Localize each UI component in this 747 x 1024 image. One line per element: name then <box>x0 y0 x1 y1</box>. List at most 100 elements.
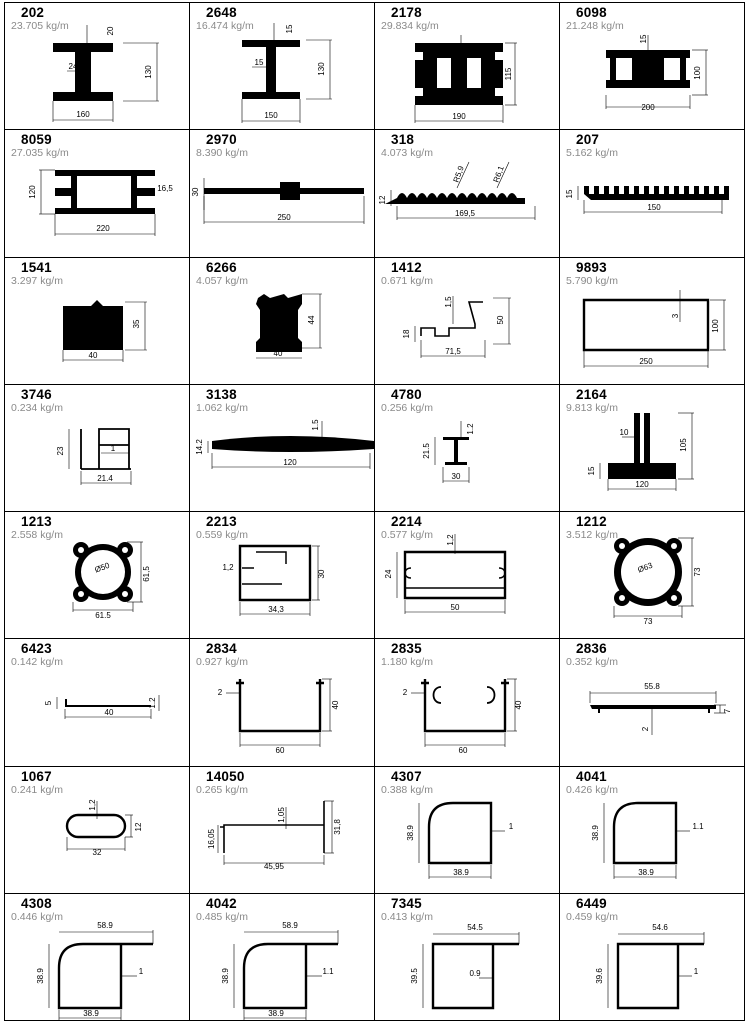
dimension-label: 250 <box>277 213 291 222</box>
profile-code: 4041 <box>576 768 607 784</box>
dimension-label: 5 <box>44 700 53 705</box>
dimension-label: 30 <box>191 187 200 196</box>
profile-cell: 38.9 1 38.9 4307 0.388 kg/m <box>374 765 560 894</box>
dimension-label: 55.8 <box>644 682 660 691</box>
profile-code: 14050 <box>206 768 245 784</box>
dimension-label: 2 <box>218 688 223 697</box>
profile-drawing: 30 34,3 1,2 <box>222 544 326 616</box>
profile-code: 2648 <box>206 5 237 20</box>
dimension-label: 21.4 <box>97 474 113 483</box>
profile-cell: 105 120 15 10 2164 9.813 kg/m <box>559 383 745 512</box>
profile-cell: 54.5 39.5 0.9 7345 0.413 kg/m <box>374 892 560 1021</box>
dimension-label: 115 <box>504 67 513 80</box>
dimension-label: 1.2 <box>466 423 475 435</box>
dimension-label: 250 <box>639 357 653 366</box>
profile-weight: 0.413 kg/m <box>381 910 433 923</box>
dimension-label: 15 <box>255 58 264 67</box>
profile-cell: Ø63 73 73 1212 3.512 kg/m <box>559 511 745 640</box>
profile-drawing: 100 250 3 <box>582 289 726 368</box>
dimension-label: 38.9 <box>638 868 654 877</box>
profile-code: 9893 <box>576 259 607 275</box>
profile-drawing: 15 150 <box>565 186 729 215</box>
dimension-label: 38.9 <box>36 967 45 983</box>
dimension-label: 220 <box>96 224 110 233</box>
dimension-label: 58.9 <box>97 921 113 930</box>
dimension-label: 40 <box>514 700 523 709</box>
dimension-label: 38.9 <box>83 1009 99 1018</box>
dimension-label: 2 <box>403 688 408 697</box>
profile-weight: 0.256 kg/m <box>381 401 433 414</box>
profile-weight: 0.265 kg/m <box>196 783 248 796</box>
profile-cell: 58.9 38.9 1 38.9 4308 0.446 kg/m <box>4 892 190 1021</box>
profile-code: 2835 <box>391 641 422 657</box>
dimension-label: 1 <box>139 967 144 976</box>
profile-code: 2213 <box>206 514 237 529</box>
profile-weight: 8.390 kg/m <box>196 147 248 160</box>
dimension-label: 60 <box>276 746 285 755</box>
profile-code: 4308 <box>21 895 52 911</box>
profile-code: 4780 <box>391 386 422 402</box>
profile-weight: 0.927 kg/m <box>196 656 248 669</box>
dimension-label: 200 <box>641 103 655 112</box>
profile-code: 6449 <box>576 895 607 911</box>
profile-cell: 21.5 30 1.2 4780 0.256 kg/m <box>374 383 560 512</box>
profile-drawing: 40 60 2 <box>403 678 523 755</box>
dimension-label: 15 <box>285 24 294 33</box>
profile-weight: 0.671 kg/m <box>381 274 433 287</box>
dimension-label: 61,5 <box>142 566 151 582</box>
profile-weight: 27.035 kg/m <box>11 147 69 160</box>
dimension-label: 30 <box>317 569 326 578</box>
profile-cell: 12 32 1,2 1067 0.241 kg/m <box>4 765 190 894</box>
dimension-label: 130 <box>144 65 153 79</box>
profile-drawing: 54.6 39.6 1 <box>595 923 705 1009</box>
dimension-label: 130 <box>317 62 326 76</box>
profile-cell: 44 40 6266 4.057 kg/m <box>189 256 375 385</box>
dimension-label: 1,05 <box>277 806 286 822</box>
profile-cell: 54.6 39.6 1 6449 0.459 kg/m <box>559 892 745 1021</box>
dimension-label: 40 <box>89 351 98 360</box>
dimension-label: 39.6 <box>595 967 604 983</box>
profile-drawing: 14.2 120 1.5 <box>195 419 374 469</box>
dimension-label: 40 <box>274 349 283 358</box>
profile-cell: Ø50 61,5 61.5 1213 2.558 kg/m <box>4 511 190 640</box>
dimension-label: 190 <box>452 112 466 121</box>
profile-drawing: 23 21.4 1 <box>56 427 132 485</box>
dimension-label: 73 <box>693 567 702 576</box>
dimension-label: 31,8 <box>333 818 342 834</box>
dimension-label: 50 <box>496 315 505 324</box>
profile-drawing: 35 40 <box>62 299 147 362</box>
profile-drawing: 58.9 38.9 1.1 38.9 <box>221 921 339 1020</box>
dimension-label: 58.9 <box>282 921 298 930</box>
dimension-label: 18 <box>402 329 411 338</box>
dimension-label: 40 <box>331 700 340 709</box>
dimension-label: 12 <box>134 822 143 831</box>
profile-drawing: 54.5 39.5 0.9 <box>410 923 520 1009</box>
dimension-label: 7 <box>723 708 732 713</box>
profile-cell: 31,8 16,05 45,95 1,05 14050 0.265 kg/m <box>189 765 375 894</box>
profile-code: 8059 <box>21 132 52 148</box>
dimension-label: 34,3 <box>268 605 284 614</box>
dimension-label: 1 <box>111 444 116 453</box>
profile-drawing: 12 32 1,2 <box>65 798 143 857</box>
dimension-label: 38.9 <box>406 824 415 840</box>
profile-weight: 5.162 kg/m <box>566 147 618 160</box>
profile-weight: 0.559 kg/m <box>196 529 248 541</box>
dimension-label: 21 <box>452 66 461 75</box>
profile-weight: 0.446 kg/m <box>11 910 63 923</box>
dimension-label: 100 <box>711 318 720 332</box>
profile-cell: 120 220 16,5 8059 27.035 kg/m <box>4 129 190 258</box>
dimension-label: 24 <box>69 62 78 71</box>
profile-code: 4042 <box>206 895 237 911</box>
profile-weight: 0.234 kg/m <box>11 401 63 414</box>
dimension-label: 73 <box>644 617 653 626</box>
profile-weight: 0.241 kg/m <box>11 783 63 796</box>
profile-cell: 50 18 71,5 1,5 1412 0.671 kg/m <box>374 256 560 385</box>
profile-cell: 14.2 120 1.5 3138 1.062 kg/m <box>189 383 375 512</box>
profile-code: 2836 <box>576 641 607 657</box>
profile-code: 6266 <box>206 259 237 275</box>
dimension-label: 14.2 <box>195 438 204 454</box>
profile-weight: 0.352 kg/m <box>566 656 618 669</box>
